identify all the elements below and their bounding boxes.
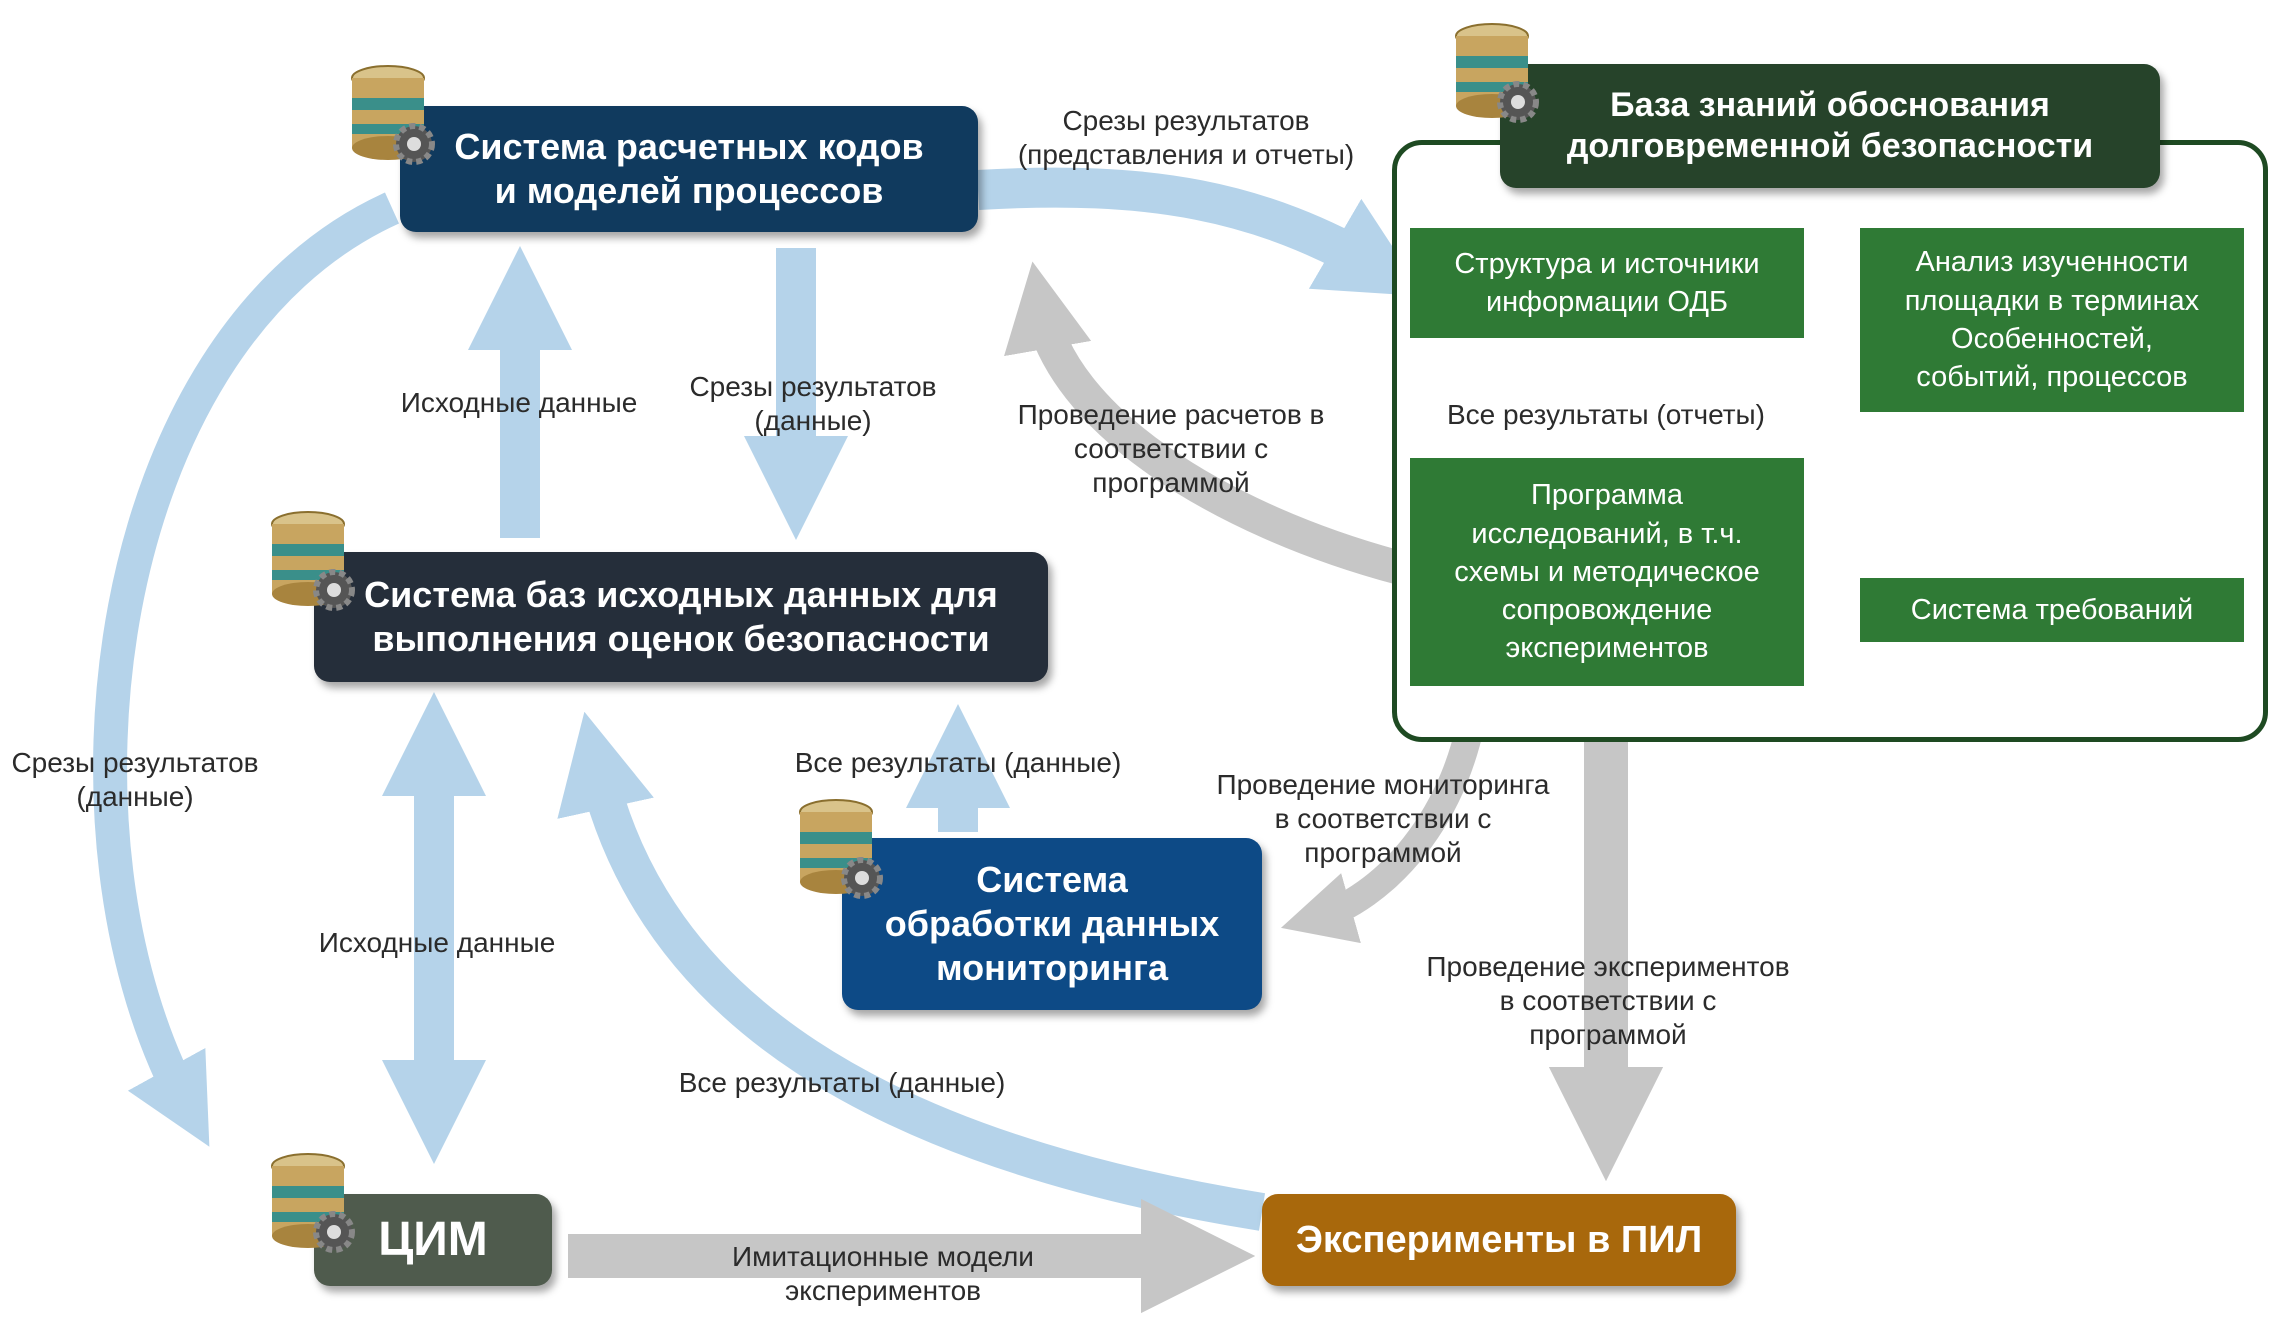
label-slices-data-left: Срезы результатов (данные) xyxy=(11,747,259,813)
database-gear-icon xyxy=(271,1153,355,1253)
input-db-node[interactable]: Система баз исходных данных для выполнен… xyxy=(314,552,1048,682)
calc-system-node[interactable]: Система расчетных кодов и моделей процес… xyxy=(400,106,978,232)
database-gear-icon xyxy=(1455,23,1539,123)
experiments-node[interactable]: Эксперименты в ПИЛ xyxy=(1262,1194,1736,1286)
kb-structure-box[interactable]: Структура и источники информации ОДБ xyxy=(1410,228,1804,338)
label-input-data-bottom: Исходные данные xyxy=(318,927,556,958)
input-db-label: Система баз исходных данных для выполнен… xyxy=(364,574,998,659)
calc-system-label: Система расчетных кодов и моделей процес… xyxy=(454,126,924,211)
cim-node[interactable]: ЦИМ xyxy=(314,1194,552,1286)
arrow-calc-to-kb xyxy=(976,167,1425,297)
kb-program-label: Программа исследований, в т.ч. схемы и м… xyxy=(1454,479,1760,665)
kb-program-box[interactable]: Программа исследований, в т.ч. схемы и м… xyxy=(1410,458,1804,686)
experiments-label: Эксперименты в ПИЛ xyxy=(1295,1218,1703,1261)
monitoring-node[interactable]: Система обработки данных мониторинга xyxy=(842,838,1262,1010)
arrow-calc-to-cim xyxy=(93,192,400,1147)
arrow-kb-to-calc xyxy=(1004,261,1405,585)
label-all-results-data-experiments: Все результаты (данные) xyxy=(678,1067,1006,1098)
label-imitation-models: Имитационные модели экспериментов xyxy=(732,1241,1034,1307)
label-monitoring-by-program: Проведение мониторинга в соответствии с … xyxy=(1216,769,1550,869)
database-gear-icon xyxy=(271,511,355,611)
kb-analysis-label: Анализ изученности площадки в терминах О… xyxy=(1904,246,2200,394)
label-all-results-reports: Все результаты (отчеты) xyxy=(1446,399,1765,430)
database-gear-icon xyxy=(351,65,435,165)
cim-label: ЦИМ xyxy=(378,1212,488,1266)
knowledge-base-node[interactable]: База знаний обоснования долговременной б… xyxy=(1500,64,2160,188)
arrow-exp-to-input xyxy=(557,711,1266,1231)
label-calc-by-program: Проведение расчетов в соответствии с про… xyxy=(1017,399,1325,499)
label-all-results-data-monitoring: Все результаты (данные) xyxy=(794,747,1122,778)
kb-requirements-box[interactable]: Система требований xyxy=(1860,578,2244,642)
kb-analysis-box[interactable]: Анализ изученности площадки в терминах О… xyxy=(1860,228,2244,412)
label-experiments-by-program: Проведение экспериментов в соответствии … xyxy=(1426,951,1790,1051)
database-gear-icon xyxy=(799,799,883,899)
label-slices-data-mid: Срезы результатов (данные) xyxy=(689,371,937,437)
knowledge-base-label: База знаний обоснования долговременной б… xyxy=(1566,85,2094,165)
kb-structure-label: Структура и источники информации ОДБ xyxy=(1454,247,1760,318)
monitoring-label: Система обработки данных мониторинга xyxy=(884,859,1220,988)
kb-requirements-label: Система требований xyxy=(1910,593,2194,626)
label-slices-reports: Срезы результатов (представления и отчет… xyxy=(1017,105,1355,171)
label-input-data-top: Исходные данные xyxy=(400,387,638,418)
